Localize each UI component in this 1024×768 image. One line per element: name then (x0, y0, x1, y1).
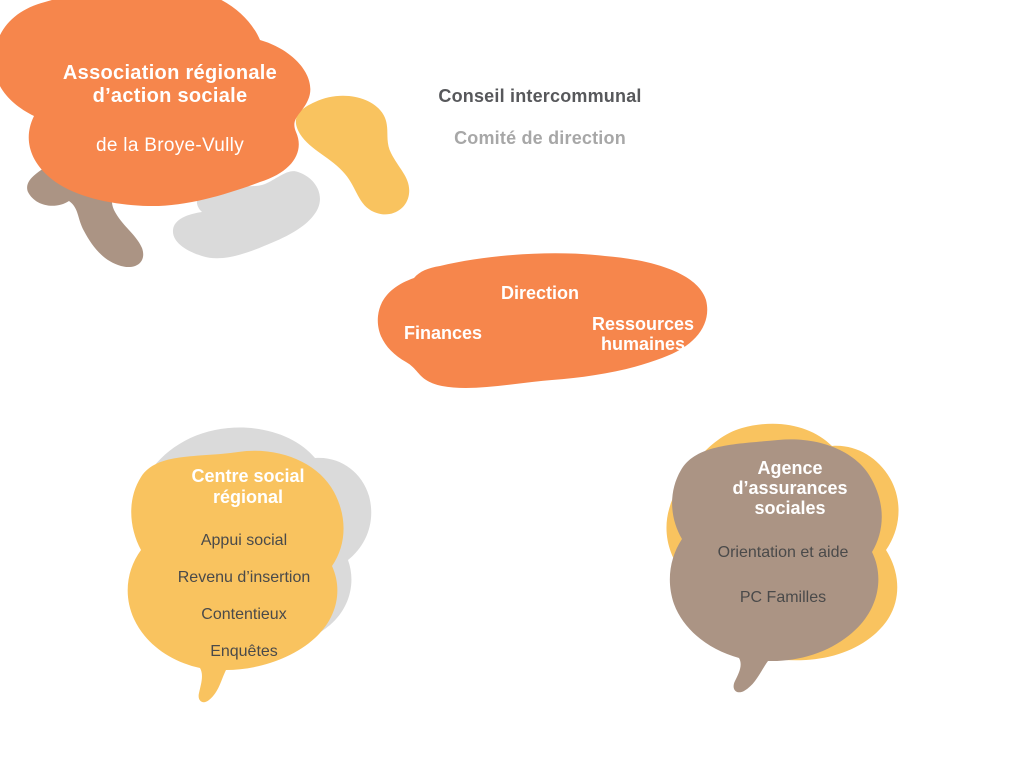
taupe-accent-blob-top (27, 155, 144, 268)
centre-social-item: Enquêtes (210, 643, 278, 660)
centre-social-item: Contentieux (201, 606, 287, 623)
direction-title: Direction (500, 283, 579, 303)
agence-item: Orientation et aide (717, 544, 849, 561)
agence-title: Agence d’assurances sociales (688, 458, 892, 518)
org-title-line2: d’action sociale (92, 85, 248, 107)
agence-title-line2: d’assurances (732, 478, 848, 498)
orange-header-blob (0, 0, 311, 207)
centre-social-title-line1: Centre social (191, 466, 305, 486)
ressources-line1: Ressources (591, 314, 695, 334)
yellow-accent-blob-top (295, 95, 410, 215)
ressources-humaines-label: Ressources humaines (563, 314, 723, 354)
centre-social-bubble (127, 450, 344, 703)
centre-social-title-line2: régional (212, 487, 283, 507)
council-label: Conseil intercommunal (438, 86, 642, 106)
finances-label: Finances (403, 323, 483, 343)
agence-title-line3: sociales (754, 498, 826, 518)
org-title-line1: Association régionale (62, 62, 278, 84)
centre-social-item: Appui social (200, 532, 288, 549)
agence-item: PC Familles (739, 589, 827, 606)
org-title: Association régionale d’action sociale d… (20, 62, 320, 157)
centre-social-items: Appui social Revenu d’insertion Contenti… (124, 532, 364, 680)
agence-bubble (669, 439, 882, 693)
centre-social-item: Revenu d’insertion (177, 569, 311, 586)
agence-title-line1: Agence (757, 458, 823, 478)
committee-label: Comité de direction (454, 128, 626, 148)
org-subtitle: de la Broye-Vully (95, 135, 245, 156)
agence-items: Orientation et aide PC Familles (662, 544, 904, 634)
ressources-line2: humaines (600, 334, 686, 354)
direction-blob (377, 253, 708, 389)
centre-social-title: Centre social régional (146, 466, 350, 508)
